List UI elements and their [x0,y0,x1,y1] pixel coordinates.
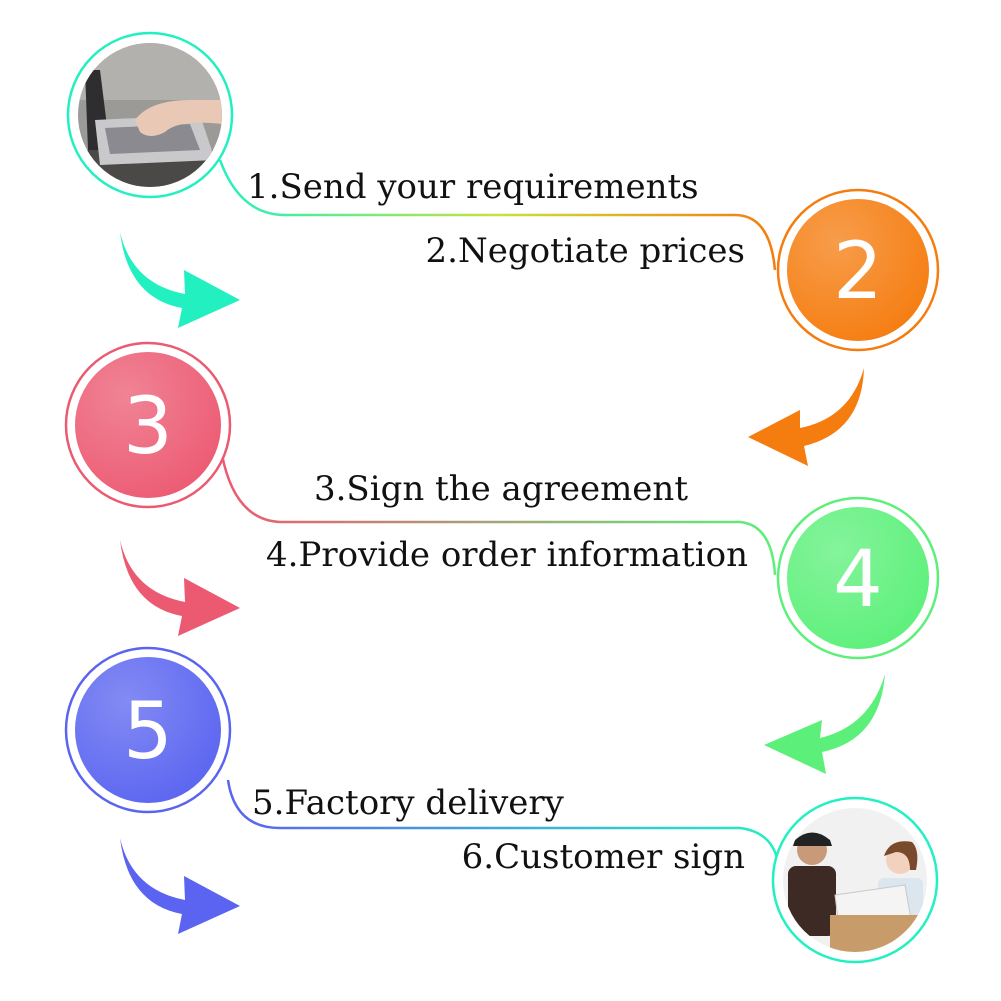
arrow-step4-to-step5 [764,674,885,774]
step-4-number-circle: 4 [776,496,940,660]
step-2-number-circle: 2 [776,188,940,352]
courier-delivery-photo [783,808,927,952]
step-3-number: 3 [123,382,173,472]
step-6-label: 6.Customer sign [462,837,745,877]
arrow-step3-to-step4 [120,540,240,636]
connector-line-3-4 [220,454,777,576]
arrow-step1-to-step2 [120,232,240,328]
step-4-number: 4 [833,535,883,625]
step-2-number: 2 [833,227,883,317]
step-5-number-circle: 5 [64,646,232,814]
step-2-label: 2.Negotiate prices [426,231,745,271]
arrow-step2-to-step3 [748,368,864,466]
arrow-step5-to-step6 [120,838,240,934]
connector-line-1-2 [218,159,777,271]
step-1-photo-circle [66,31,234,199]
step-5-label: 5.Factory delivery [252,783,565,823]
step-6-photo-circle [771,796,939,964]
step-4-label: 4.Provide order information [266,535,748,575]
connector-line-5-6 [226,779,780,863]
step-3-number-circle: 3 [64,341,232,509]
step-1-label: 1.Send your requirements [247,167,699,207]
step-3-label: 3.Sign the agreement [314,469,688,509]
step-5-number: 5 [123,687,173,777]
